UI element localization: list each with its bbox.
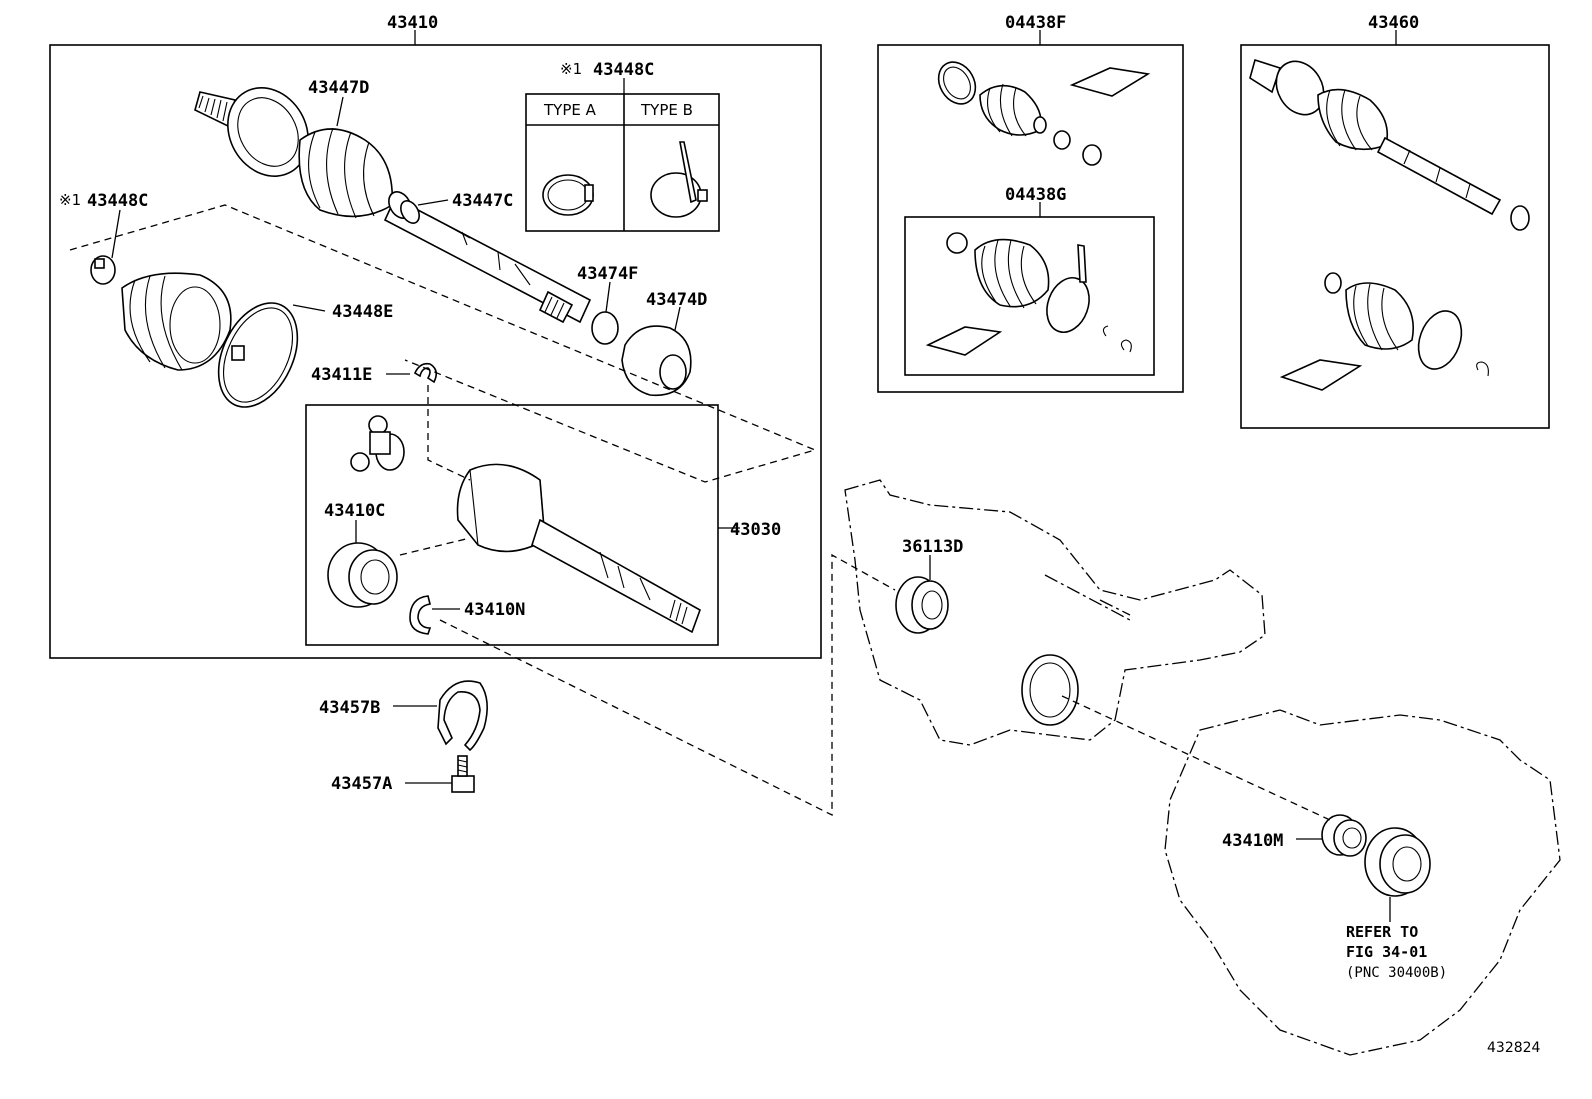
- seal-36113d: [895, 576, 949, 634]
- damper-43474d: [621, 325, 692, 397]
- label-43457b: 43457B: [319, 698, 380, 718]
- kit-04438g-parts: [925, 232, 1132, 356]
- bracket-43457b: [437, 680, 488, 752]
- seal-43410m: [1321, 814, 1367, 857]
- case-outline-upper: [844, 479, 1266, 746]
- frame-04438F: [877, 44, 1184, 393]
- refer-note-line3: (PNC 30400B): [1346, 965, 1447, 981]
- label-43447c: 43447C: [452, 191, 513, 211]
- frame-04438G: [904, 216, 1155, 376]
- label-43411e: 43411E: [311, 365, 372, 385]
- type-b-clamp: [650, 141, 708, 218]
- bolt-43457a: [451, 755, 475, 793]
- ref-mark-top: ※1: [560, 60, 582, 78]
- case-outline-lower: [1164, 709, 1561, 1056]
- bearing-43410c: [327, 542, 398, 608]
- refer-note-line1: REFER TO: [1346, 923, 1418, 941]
- band-clamp-43448e: [217, 302, 299, 408]
- label-43448e: 43448E: [332, 302, 393, 322]
- clip-43474f: [591, 311, 619, 345]
- refer-note-line2: FIG 34-01: [1346, 943, 1427, 961]
- clamp-43448c-left: [90, 255, 116, 285]
- tripod-joint: [350, 415, 405, 472]
- type-table: [525, 93, 720, 232]
- inner-boot: [121, 272, 232, 371]
- frame-43030: [305, 404, 719, 646]
- bearing-refer: [1364, 827, 1431, 897]
- figure-number: 432824: [1487, 1040, 1541, 1056]
- ref-mark-left: ※1: [59, 191, 81, 209]
- label-type-a: TYPE A: [543, 101, 597, 119]
- frame-43460: [1240, 44, 1550, 429]
- snap-ring-43410n: [409, 595, 432, 635]
- type-a-clamp: [542, 174, 594, 216]
- label-43410n: 43410N: [464, 600, 525, 620]
- inner-joint-housing: [456, 463, 701, 634]
- label-43410c: 43410C: [324, 501, 385, 521]
- snap-ring-43411e: [413, 362, 438, 384]
- label-43448c-left: 43448C: [87, 191, 148, 211]
- label-43474d: 43474D: [646, 290, 707, 310]
- label-43410: 43410: [387, 13, 438, 33]
- label-43474f: 43474F: [577, 264, 638, 284]
- frame-43410: [49, 44, 822, 659]
- label-43457a: 43457A: [331, 774, 392, 794]
- kit-04438f-parts: [937, 61, 1151, 166]
- kit-43460-parts: [1249, 58, 1530, 391]
- label-04438g: 04438G: [1005, 185, 1066, 205]
- label-type-b: TYPE B: [640, 101, 693, 119]
- label-04438f: 04438F: [1005, 13, 1066, 33]
- label-43030: 43030: [730, 520, 781, 540]
- label-43460: 43460: [1368, 13, 1419, 33]
- label-36113d: 36113D: [902, 537, 963, 557]
- case-bore: [1021, 654, 1079, 726]
- label-43410m: 43410M: [1222, 831, 1283, 851]
- outer-cv-joint-shaft: [194, 87, 592, 324]
- label-43448c-top: 43448C: [593, 60, 654, 80]
- label-43447d: 43447D: [308, 78, 369, 98]
